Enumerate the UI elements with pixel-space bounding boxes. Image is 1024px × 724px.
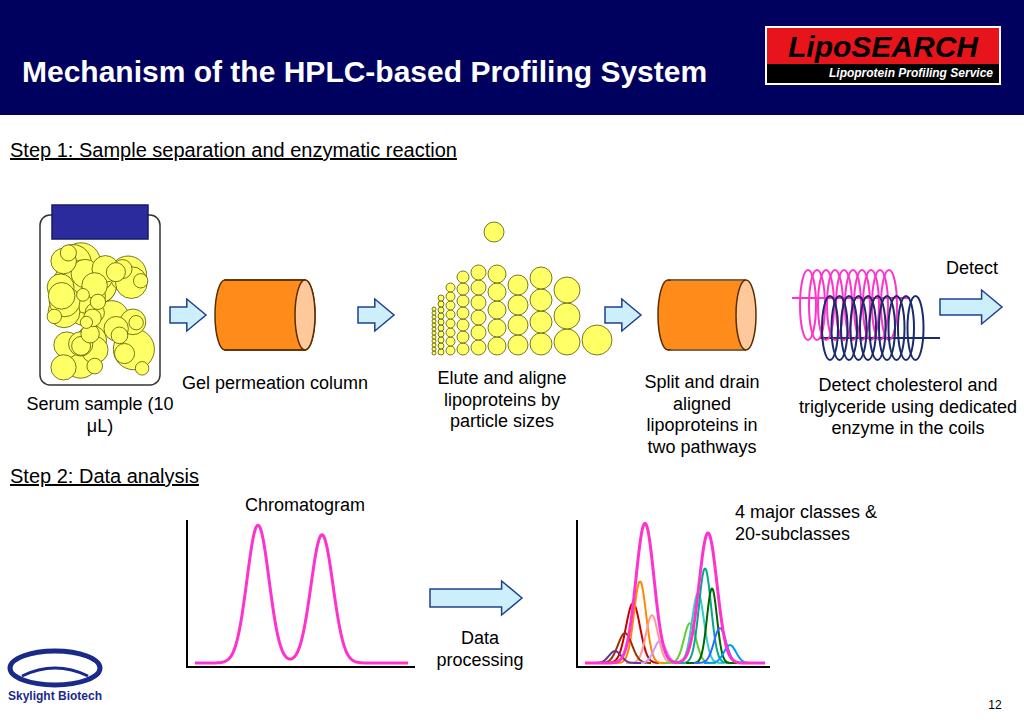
stage-caption: Serum sample (10 μL): [25, 394, 175, 437]
step-heading: Step 1: Sample separation and enzymatic …: [10, 138, 570, 162]
serum-vial: [40, 205, 160, 385]
chart-title: Chromatogram: [215, 495, 395, 517]
split-column: [658, 280, 756, 350]
logo-tagline: Lipoprotein Profiling Service: [767, 64, 999, 83]
company-name: Skylight Biotech: [0, 689, 110, 703]
detection-coils: [792, 270, 940, 360]
logo-name: LipoSEARCH: [767, 28, 999, 64]
logo-box: LipoSEARCHLipoprotein Profiling Service: [765, 26, 1001, 85]
arrow-label: Detect: [930, 258, 1014, 280]
stage-caption: Split and drain aligned lipoproteins in …: [633, 372, 771, 458]
stage-caption: Elute and aligne lipoproteins by particl…: [413, 368, 591, 433]
aligned-particles: [432, 222, 612, 355]
stage-caption: Detect cholesterol and triglyceride usin…: [798, 375, 1018, 440]
company-logo: [10, 651, 100, 685]
gel-column: [215, 280, 315, 350]
arrow-label: Data processing: [415, 628, 545, 671]
step-heading: Step 2: Data analysis: [10, 464, 310, 488]
chart-note: 4 major classes & 20-subclasses: [735, 502, 880, 545]
title-bar: [0, 0, 1024, 115]
page-title: Mechanism of the HPLC-based Profiling Sy…: [22, 54, 707, 90]
block-arrows: [170, 290, 1002, 615]
page-number: 12: [975, 698, 1015, 712]
stage-caption: Gel permeation column: [180, 373, 370, 395]
